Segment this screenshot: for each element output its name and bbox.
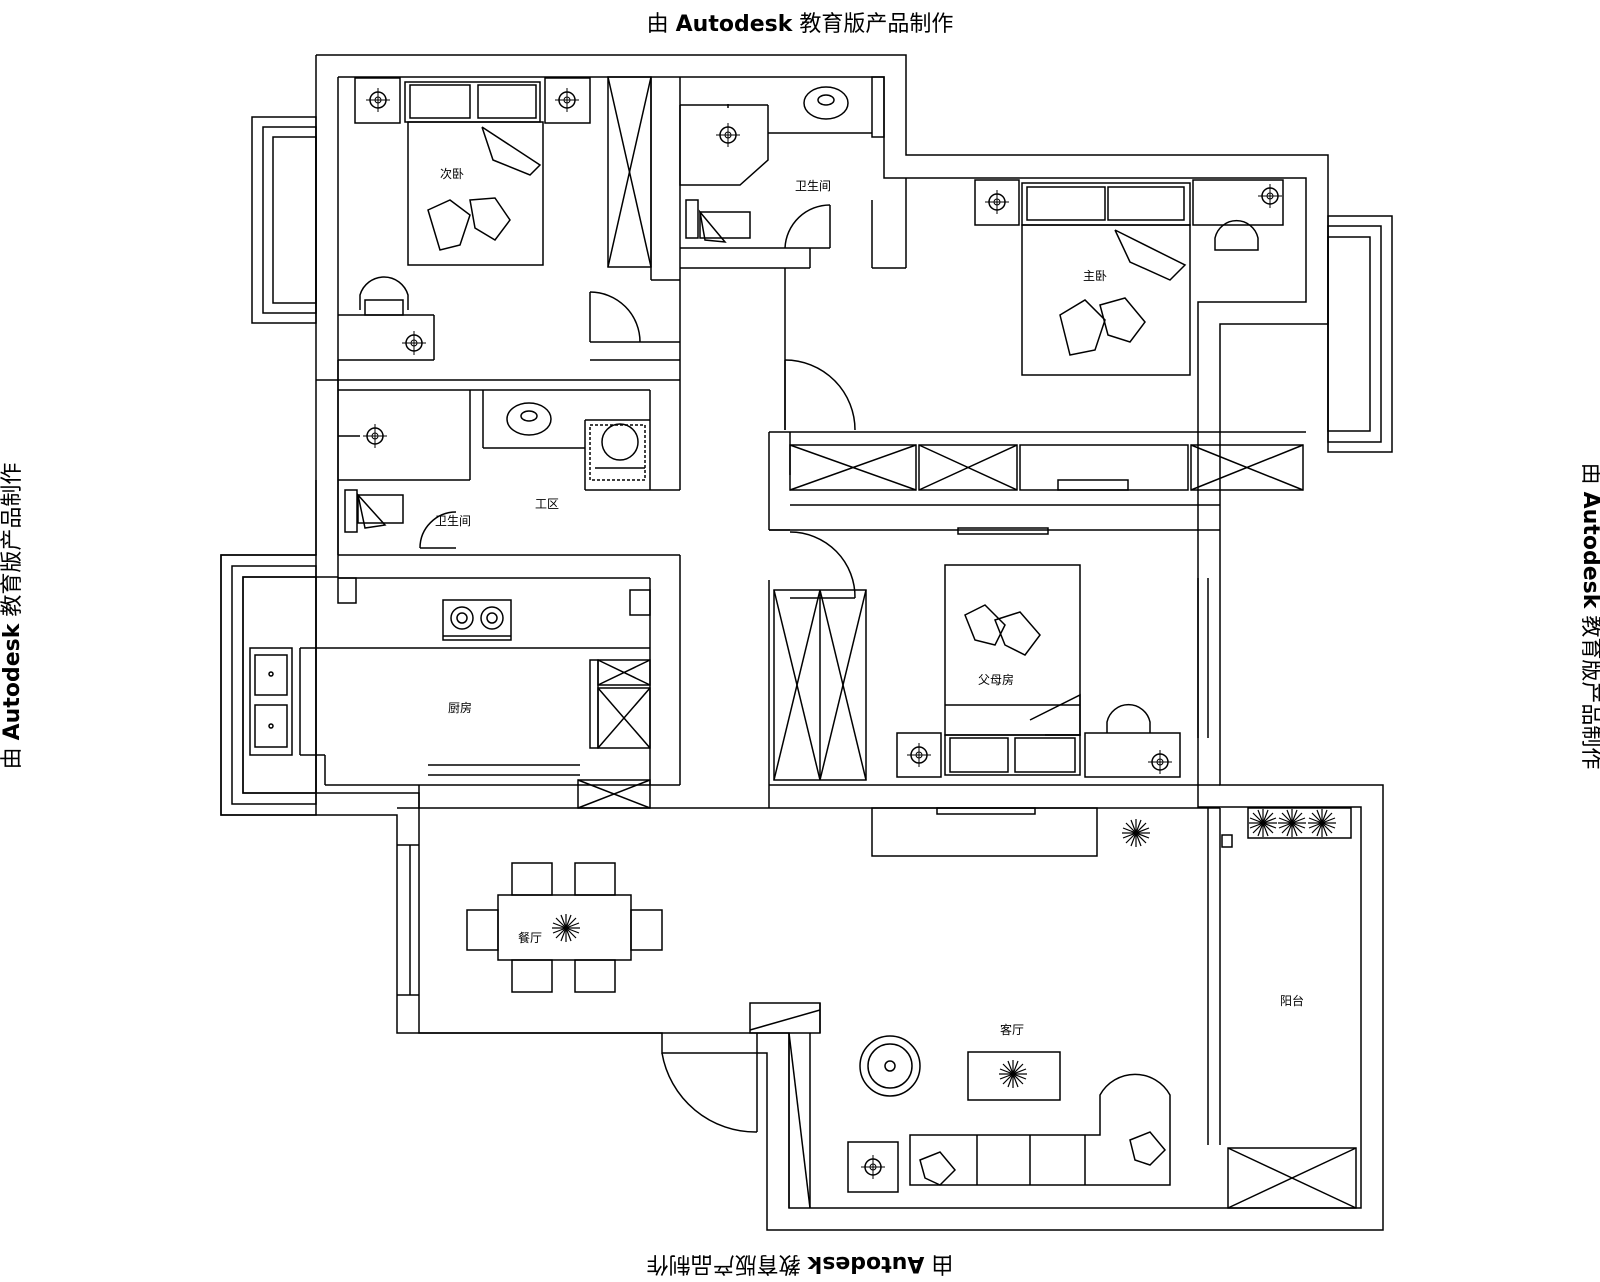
top-bathroom-fixtures	[685, 86, 849, 243]
room-label-bathroom-top: 卫生间	[795, 179, 831, 193]
watermark-brand: Autodesk	[675, 12, 793, 37]
room-label-living: 客厅	[1000, 1022, 1024, 1037]
parents-room-furniture	[896, 564, 1181, 778]
watermark-prefix: 由	[646, 12, 669, 37]
room-label-balcony: 阳台	[1280, 993, 1304, 1008]
bay-window-right	[1327, 215, 1393, 453]
watermark-suffix: 教育版产品制作	[799, 12, 954, 37]
room-label-second-bedroom: 次卧	[440, 167, 464, 181]
interior-walls	[299, 76, 1306, 1209]
bay-window-left	[251, 116, 317, 324]
living-furniture	[847, 1035, 1171, 1193]
room-label-parents-room: 父母房	[978, 672, 1014, 687]
room-label-bathroom-mid: 卫生间	[435, 514, 471, 528]
second-bedroom-furniture	[354, 77, 591, 316]
master-bedroom-furniture	[974, 179, 1284, 376]
doors	[419, 204, 856, 1133]
room-label-kitchen: 厨房	[448, 700, 472, 715]
kitchen-window	[220, 554, 317, 816]
dining-furniture	[466, 862, 663, 993]
balcony-fixtures	[1227, 807, 1357, 1209]
room-label-dining: 餐厅	[518, 930, 542, 945]
mid-bathroom-fixtures	[338, 402, 646, 533]
watermark-top: 由 Autodesk 教育版产品制作	[0, 6, 1600, 38]
kitchen-fixtures	[249, 599, 651, 756]
room-label-work-area: 工区	[535, 497, 559, 511]
room-label-master-bedroom: 主卧	[1083, 269, 1107, 283]
